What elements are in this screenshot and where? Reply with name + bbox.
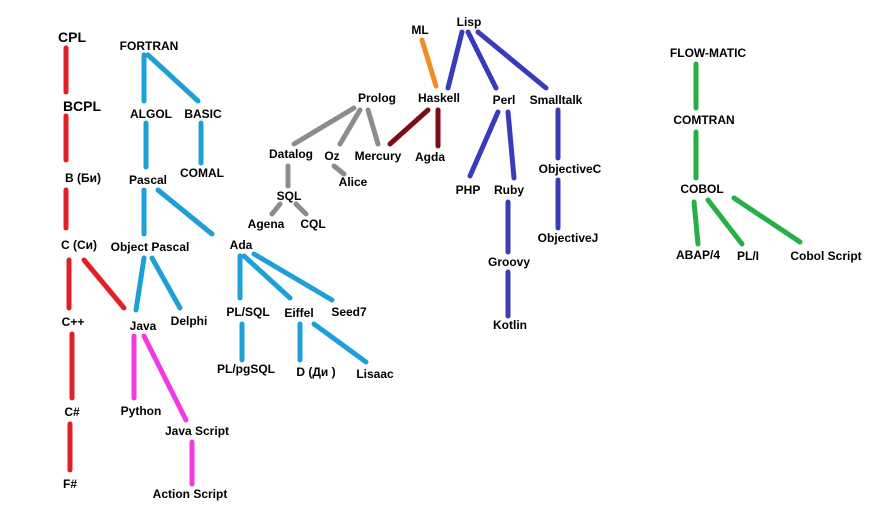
node-abap4: ABAP/4	[675, 248, 721, 262]
node-prolog: Prolog	[358, 91, 396, 105]
edge-ada-seed7	[251, 251, 335, 303]
node-cpl: CPL	[58, 29, 86, 45]
edge-java-java-script	[141, 333, 189, 423]
node-pascal: Pascal	[128, 173, 168, 187]
node-pl-pgsql: PL/pgSQL	[217, 362, 275, 376]
node-smalltalk: Smalltalk	[529, 93, 583, 107]
node-python: Python	[120, 404, 162, 418]
node-fsharp: F#	[62, 477, 78, 491]
node-objectivec: ObjectiveC	[538, 162, 602, 176]
node-java: Java	[129, 319, 157, 333]
node-delphi: Delphi	[170, 314, 208, 328]
node-pl-sql: PL/SQL	[226, 305, 270, 319]
node-cobol: COBOL	[680, 182, 724, 196]
node-csharp: C#	[64, 405, 80, 419]
node-pl-i: PL/I	[736, 249, 760, 263]
edge-cobol-pl-i	[705, 197, 745, 247]
edge-oz-alice	[331, 163, 347, 177]
node-sql: SQL	[276, 189, 302, 203]
node-cobol-script: Cobol Script	[790, 249, 862, 263]
node-d: D (Ди )	[296, 365, 336, 379]
node-lisp: Lisp	[456, 15, 482, 29]
node-eiffel: Eiffel	[284, 306, 314, 320]
edge-object-pascal-java	[133, 255, 147, 313]
node-c: C (Си)	[60, 238, 98, 252]
edge-perl-ruby	[505, 109, 517, 181]
node-ada: Ada	[229, 238, 253, 252]
node-b: B (Би)	[65, 171, 101, 185]
edge-haskell-mercury	[387, 107, 431, 147]
edge-sql-agena	[269, 201, 283, 217]
node-php: PHP	[455, 183, 481, 197]
node-agda: Agda	[415, 150, 445, 164]
edge-prolog-datalog	[291, 105, 357, 147]
node-ml: ML	[411, 23, 429, 37]
node-fortran: FORTRAN	[119, 39, 179, 53]
node-kotlin: Kotlin	[493, 318, 527, 332]
edge-lisp-haskell	[445, 29, 465, 91]
node-objectivej: ObjectiveJ	[537, 231, 599, 245]
edge-lisp-perl	[465, 29, 499, 91]
node-object-pascal: Object Pascal	[110, 240, 190, 254]
edge-prolog-mercury	[365, 107, 381, 147]
node-lisaac: Lisaac	[356, 367, 394, 381]
node-bcpl: BCPL	[62, 98, 102, 114]
edge-prolog-oz	[337, 107, 363, 147]
edge-c-java	[81, 257, 127, 311]
node-perl: Perl	[492, 93, 516, 107]
edge-object-pascal-delphi	[149, 255, 183, 311]
node-java-script: Java Script	[164, 424, 230, 438]
edge-perl-php	[467, 109, 501, 179]
node-seed7: Seed7	[331, 305, 367, 319]
node-comal: COMAL	[180, 166, 224, 180]
node-ruby: Ruby	[494, 183, 524, 197]
node-flow-matic: FLOW-MATIC	[669, 46, 747, 60]
edge-ada-eiffel	[241, 253, 293, 301]
node-cql: CQL	[300, 217, 326, 231]
edge-eiffel-lisaac	[311, 321, 369, 365]
edge-cobol-cobol-script	[731, 195, 803, 245]
edge-cobol-abap4	[691, 199, 701, 247]
node-alice: Alice	[338, 175, 368, 189]
node-cpp: C++	[61, 315, 85, 329]
node-datalog: Datalog	[268, 147, 314, 161]
node-mercury: Mercury	[354, 149, 402, 163]
node-groovy: Groovy	[487, 255, 531, 269]
node-algol: ALGOL	[130, 107, 172, 121]
node-agena: Agena	[247, 217, 285, 231]
node-basic: BASIC	[184, 107, 222, 121]
node-action-script: Action Script	[152, 487, 228, 501]
node-comtran: COMTRAN	[673, 113, 735, 127]
edge-pascal-ada	[155, 187, 215, 237]
edge-fortran-basic	[145, 52, 201, 104]
edge-sql-cql	[293, 201, 309, 217]
edge-lisp-smalltalk	[475, 29, 549, 91]
node-oz: Oz	[324, 149, 340, 163]
edge-ml-haskell	[419, 37, 439, 89]
node-haskell: Haskell	[417, 91, 461, 105]
